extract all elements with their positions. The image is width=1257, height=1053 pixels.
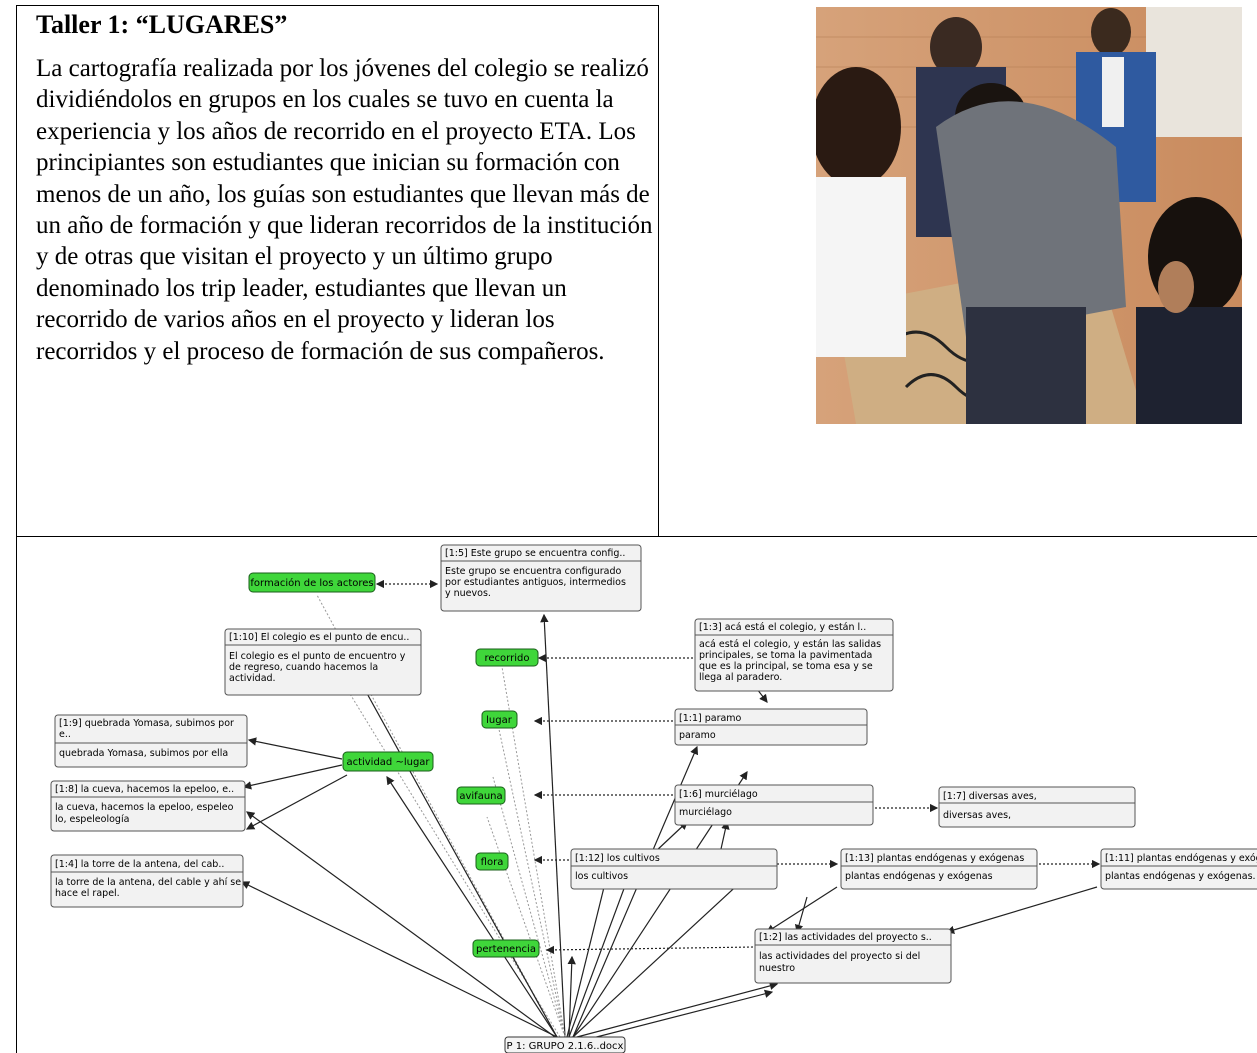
svg-text:[1:9] quebrada Yomasa, subimos: [1:9] quebrada Yomasa, subimos por [59,718,234,729]
memo-1-2[interactable]: [1:2] las actividades del proyecto s.. l… [754,928,952,984]
code-pertenencia[interactable]: pertenencia [472,939,540,958]
svg-text:El colegio es el punto de encu: El colegio es el punto de encuentro y [229,651,406,662]
code-actividad-lugar[interactable]: actividad ~lugar [342,751,434,772]
code-avifauna[interactable]: avifauna [456,786,506,805]
memo-1-8[interactable]: [1:8] la cueva, hacemos la epeloo, e.. l… [50,780,246,832]
diagram-links [240,579,1101,1043]
svg-text:[1:6] murciélago: [1:6] murciélago [679,789,758,800]
svg-text:[1:7] diversas aves,: [1:7] diversas aves, [943,791,1037,802]
memo-1-13[interactable]: [1:13] plantas endógenas y exógenas plan… [840,848,1038,890]
workshop-title: Taller 1: “LUGARES” [36,10,288,39]
workshop-description: La cartografía realizada por los jóvenes… [36,55,653,365]
svg-text:[1:1] paramo: [1:1] paramo [679,713,742,724]
svg-text:Este grupo se encuentra config: Este grupo se encuentra configurado [445,566,621,577]
svg-text:nuestro: nuestro [759,963,795,974]
svg-text:las actividades del proyecto s: las actividades del proyecto si del [759,951,920,962]
svg-text:los cultivos: los cultivos [575,871,628,882]
svg-text:murciélago: murciélago [679,807,732,818]
svg-text:e..: e.. [59,729,71,740]
svg-text:quebrada Yomasa, subimos por e: quebrada Yomasa, subimos por ella [59,748,228,759]
svg-text:acá está el colegio, y están: acá está el colegio, y están las salidas [699,639,881,650]
svg-text:llega al paradero.: llega al paradero. [699,672,782,683]
svg-text:actividad ~lugar: actividad ~lugar [346,757,430,768]
memo-1-1[interactable]: [1:1] paramo paramo [674,708,868,746]
svg-text:pertenencia: pertenencia [476,944,536,955]
memo-1-3[interactable]: [1:3] acá está el colegio, y están l.. a… [694,618,894,692]
svg-text:que es la principal, se toma e: que es la principal, se toma esa y se [699,661,873,672]
svg-text:formación de los actores: formación de los actores [250,577,373,589]
svg-text:[1:4] la torre de la antena, d: [1:4] la torre de la antena, del cab.. [55,859,224,870]
memo-1-5[interactable]: [1:5] Este grupo se encuentra config.. E… [440,544,642,612]
svg-text:actividad.: actividad. [229,673,276,684]
code-flora[interactable]: flora [475,852,509,871]
svg-text:y nuevos.: y nuevos. [445,588,491,599]
svg-text:[1:10] El colegio es el punto: [1:10] El colegio es el punto de encu.. [229,632,409,643]
code-formacion-de-los-actores[interactable]: formación de los actores [248,572,376,593]
svg-text:de regreso, cuando hacemos la: de regreso, cuando hacemos la [229,662,378,673]
svg-text:la torre de la antena, del cab: la torre de la antena, del cable y ahí s… [55,877,241,888]
network-diagram: formación de los actores recorrido lugar… [50,544,1257,1053]
svg-text:por estudiantes antiguos, inte: por estudiantes antiguos, intermedios [445,577,626,588]
svg-text:[1:5] Este grupo se encuentra: [1:5] Este grupo se encuentra config.. [445,548,625,559]
memo-1-10[interactable]: [1:10] El colegio es el punto de encu.. … [224,628,422,696]
svg-text:lugar: lugar [486,715,513,726]
svg-text:[1:3] acá está el colegio, y e: [1:3] acá está el colegio, y están l.. [699,622,866,633]
svg-text:[1:11] plantas endógenas y exó: [1:11] plantas endógenas y exóg [1105,853,1257,864]
svg-text:[1:13] plantas endógenas y exó: [1:13] plantas endógenas y exógenas [845,853,1024,864]
svg-text:flora: flora [481,857,504,868]
svg-text:recorrido: recorrido [485,653,530,664]
memo-1-11[interactable]: [1:11] plantas endógenas y exóg plantas … [1100,848,1257,890]
svg-text:[1:8] la cueva, hacemos la epe: [1:8] la cueva, hacemos la epeloo, e.. [55,784,234,795]
svg-text:[1:12] los cultivos: [1:12] los cultivos [575,853,660,864]
svg-text:plantas endógenas y exógenas: plantas endógenas y exógenas [845,871,993,882]
svg-text:avifauna: avifauna [459,791,502,802]
memo-1-12[interactable]: [1:12] los cultivos los cultivos [570,848,778,890]
svg-text:principales, se toma la pavime: principales, se toma la pavimentada [699,650,872,661]
svg-text:la cueva, hacemos la epeloo, e: la cueva, hacemos la epeloo, espeleo [55,802,234,813]
svg-text:paramo: paramo [679,730,716,741]
svg-text:plantas endógenas y exógenas.: plantas endógenas y exógenas. [1105,871,1256,882]
memo-1-4[interactable]: [1:4] la torre de la antena, del cab.. l… [50,854,244,908]
svg-text:lo, espeleología: lo, espeleología [55,814,129,825]
document-node[interactable]: P 1: GRUPO 2.1.6..docx [504,1036,626,1053]
svg-text:P 1: GRUPO 2.1.6..docx: P 1: GRUPO 2.1.6..docx [507,1041,624,1052]
memo-1-6[interactable]: [1:6] murciélago murciélago [674,784,874,826]
svg-text:hace el rapel.: hace el rapel. [55,888,120,899]
memo-1-7[interactable]: [1:7] diversas aves, diversas aves, [938,786,1136,828]
memo-1-9[interactable]: [1:9] quebrada Yomasa, subimos por e.. q… [54,714,248,768]
students-photo [816,7,1242,424]
svg-text:[1:2] las actividades del proy: [1:2] las actividades del proyecto s.. [759,932,932,943]
code-recorrido[interactable]: recorrido [475,648,539,667]
svg-text:diversas aves,: diversas aves, [943,810,1011,821]
diagram-cell [16,536,1257,1053]
code-lugar[interactable]: lugar [481,710,518,729]
